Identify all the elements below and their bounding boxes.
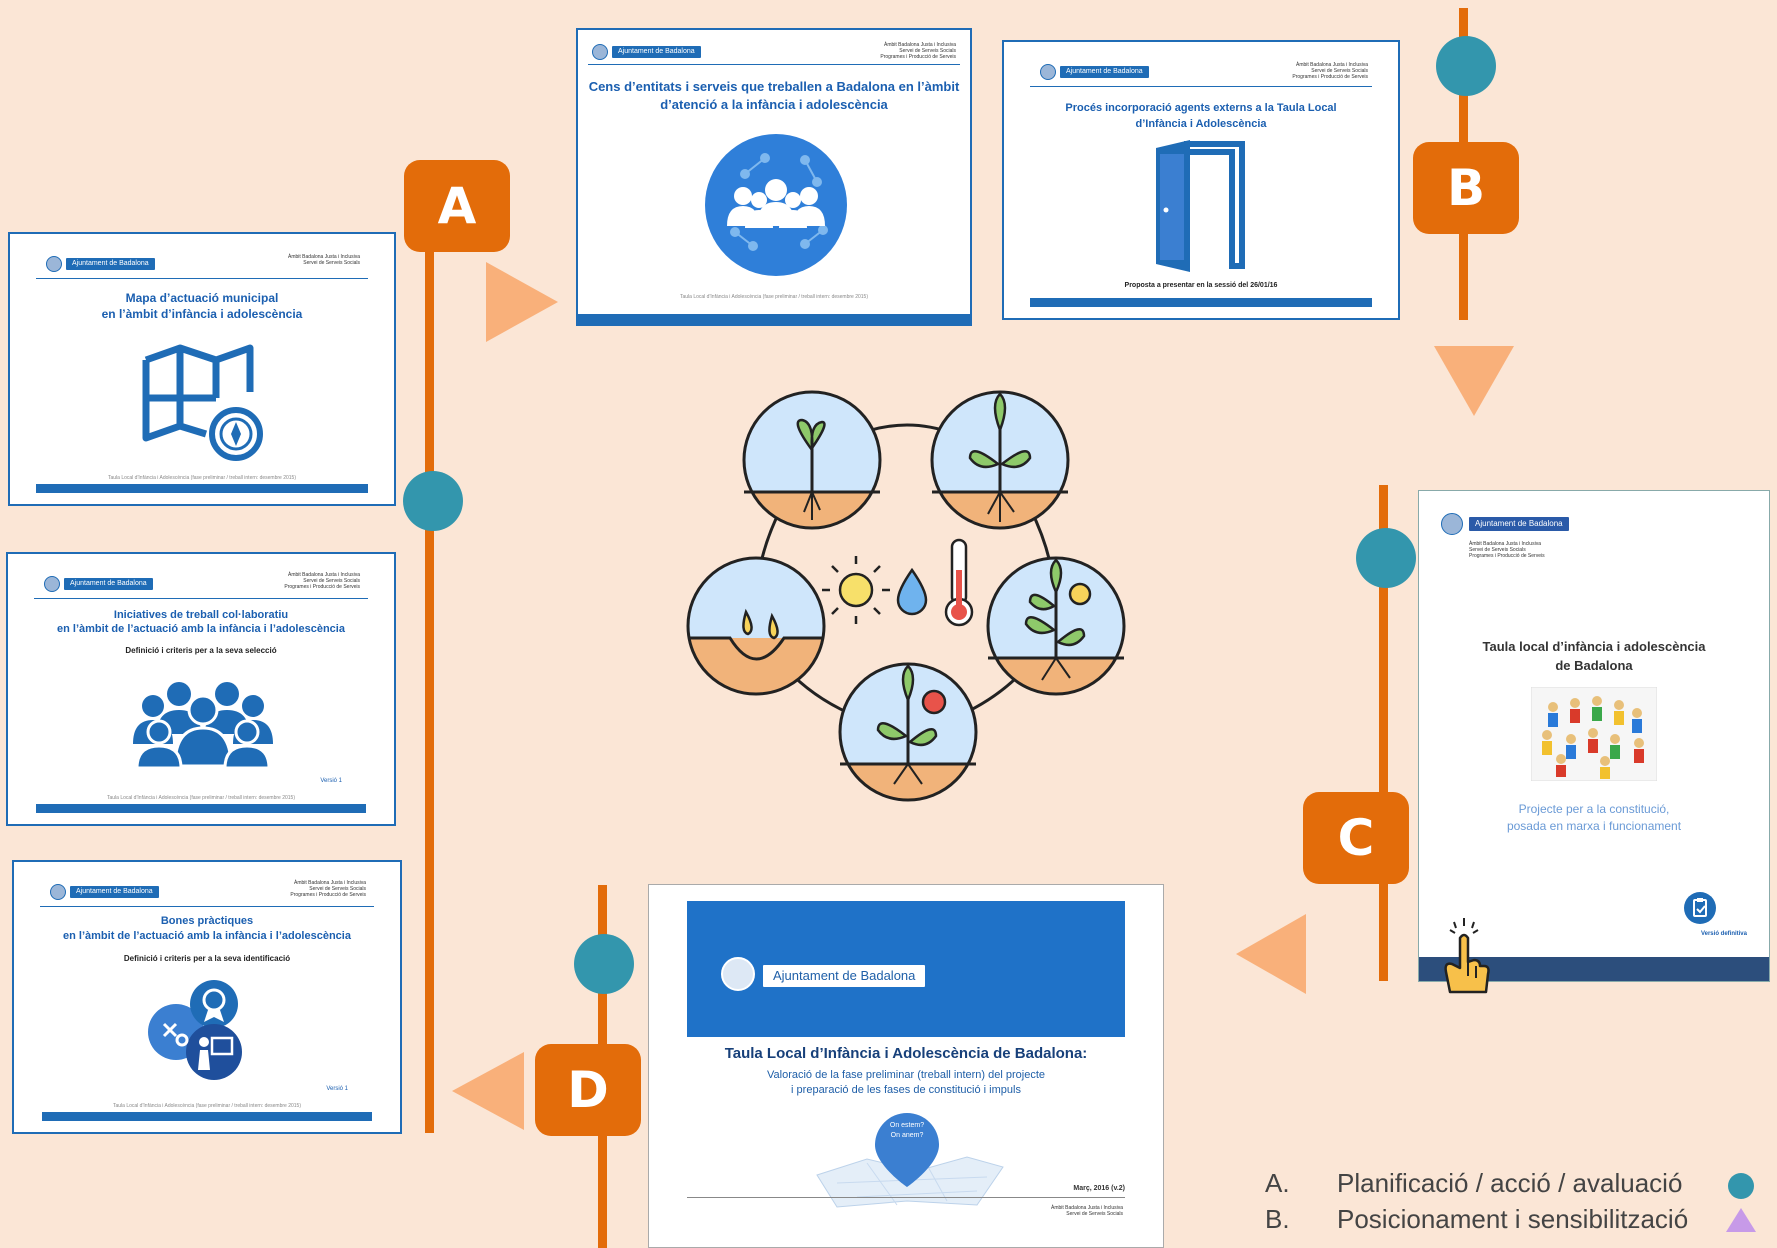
map-compass-icon [142, 344, 263, 461]
badalona-seal-logo [592, 44, 608, 60]
people-group-icon [133, 682, 273, 770]
slide-footer: Taula Local d'Infància i Adolescència (f… [106, 795, 295, 801]
legend-marker-triangle [1726, 1208, 1756, 1232]
badalona-logo-label: Ajuntament de Badalona [64, 578, 153, 590]
slide-iniciatives[interactable]: Ajuntament de Badalona Àmbit Badalona Ju… [6, 552, 396, 826]
slide-subtitle: Projecte per a la constitució, posada en… [1506, 802, 1682, 833]
badge-a: A [404, 160, 510, 252]
slide-bones-practiques[interactable]: Ajuntament de Badalona Àmbit Badalona Ju… [12, 860, 402, 1134]
badalona-logo-label: Ajuntament de Badalona [70, 886, 159, 898]
slide-footer: Taula Local d'Infància i Adolescència (f… [107, 475, 296, 481]
slide-proposal: Proposta a presentar en la sessió del 26… [1124, 282, 1278, 289]
timeline-dot [403, 471, 463, 531]
map-pin-icon [816, 1113, 1004, 1208]
slide-title: Bones pràctiques en l’àmbit de l’actuaci… [63, 915, 351, 942]
timeline-c-line [1379, 485, 1388, 981]
badalona-seal-logo [50, 884, 66, 900]
legend-label: Posicionament i sensibilització [1337, 1204, 1689, 1234]
slide-title: Cens d’entitats i serveis que treballen … [588, 79, 960, 112]
badge-d: D [535, 1044, 641, 1136]
legend-marker-circle [1728, 1173, 1754, 1199]
slide-title: Procés incorporació agents externs a la … [1065, 102, 1337, 130]
clipboard-icon [1684, 892, 1716, 924]
map-pin-text: On estem? On anem? [889, 1122, 925, 1139]
badalona-logo-label: Ajuntament de Badalona [66, 258, 155, 270]
badalona-seal-logo [46, 256, 62, 272]
slide-version: Versió 1 [320, 778, 342, 784]
slide-cens-entitats[interactable]: Ajuntament de Badalona Àmbit Badalona Ju… [576, 28, 972, 326]
people-figures-photo [1531, 687, 1657, 781]
timeline-dot [1436, 36, 1496, 96]
badalona-logo-label: Ajuntament de Badalona [1469, 517, 1569, 531]
slide-valoracio[interactable]: Ajuntament de Badalona Taula Local d’Inf… [648, 884, 1164, 1248]
best-practices-icon [148, 980, 242, 1080]
slide-version: Versió 1 [326, 1086, 348, 1092]
slide-header-text: Àmbit Badalona Justa i Inclusiva Servei … [1469, 541, 1545, 559]
slide-proces-incorporacio[interactable]: Ajuntament de Badalona Àmbit Badalona Ju… [1002, 40, 1400, 320]
badalona-seal-logo [721, 957, 755, 991]
pointing-hand-icon[interactable] [1440, 916, 1492, 994]
timeline-a-line [425, 160, 434, 1133]
arrow-left [1236, 914, 1306, 994]
legend-letter: A. [1265, 1168, 1290, 1198]
open-door-icon [1156, 140, 1245, 272]
slide-title: Taula Local d’Infància i Adolescència de… [724, 1045, 1088, 1062]
badge-c: C [1303, 792, 1409, 884]
slide-header-text: Àmbit Badalona Justa i Inclusiva Servei … [290, 880, 366, 898]
slide-header-text: Àmbit Badalona Justa i Inclusiva Servei … [288, 254, 360, 266]
network-people-icon [705, 134, 847, 276]
badalona-seal-logo [44, 576, 60, 592]
slide-date: Març, 2016 (v.2) [1073, 1185, 1125, 1192]
slide-footer: Àmbit Badalona Justa i Inclusiva Servei … [1051, 1205, 1123, 1217]
slide-header-text: Àmbit Badalona Justa i Inclusiva Servei … [1292, 62, 1368, 80]
timeline-dot [1356, 528, 1416, 588]
legend-item-a: A. Planificació / acció / avaluació [1265, 1168, 1682, 1199]
slide-header-text: Àmbit Badalona Justa i Inclusiva Servei … [284, 572, 360, 590]
badalona-logo-label: Ajuntament de Badalona [1060, 66, 1149, 78]
badge-b: B [1413, 142, 1519, 234]
badalona-logo-label: Ajuntament de Badalona [763, 965, 926, 987]
slide-footer: Taula Local d'Infància i Adolescència (f… [112, 1103, 301, 1109]
slide-title: Mapa d’actuació municipal en l’àmbit d’i… [101, 291, 303, 321]
badalona-seal-logo [1040, 64, 1056, 80]
legend-item-b: B. Posicionament i sensibilització [1265, 1204, 1688, 1235]
arrow-down [1434, 346, 1514, 416]
legend-letter: B. [1265, 1204, 1290, 1234]
slide-version: Versió definitiva [1700, 931, 1747, 937]
arrow-left [452, 1052, 524, 1130]
badalona-logo-label: Ajuntament de Badalona [612, 46, 701, 58]
slide-mapa-actuacio[interactable]: Ajuntament de Badalona Àmbit Badalona Ju… [8, 232, 396, 506]
plant-growth-cycle-illustration [686, 390, 1126, 802]
slide-taula-local[interactable]: Ajuntament de Badalona Àmbit Badalona Ju… [1418, 490, 1770, 982]
slide-subtitle: Definició i criteris per a la seva ident… [123, 954, 291, 963]
timeline-dot [574, 934, 634, 994]
arrow-right [486, 262, 558, 342]
slide-subtitle: Definició i criteris per a la seva selec… [125, 646, 277, 655]
slide-title: Iniciatives de treball col·laboratiu en … [57, 609, 345, 635]
slide-title: Taula local d’infància i adolescència de… [1482, 639, 1706, 673]
slide-header-text: Àmbit Badalona Justa i Inclusiva Servei … [880, 42, 956, 60]
slide-footer: Taula Local d'Infància i Adolescència (f… [679, 294, 868, 300]
slide-subtitle: Valoració de la fase preliminar (treball… [767, 1069, 1045, 1096]
legend-label: Planificació / acció / avaluació [1337, 1168, 1683, 1198]
badalona-seal-logo [1441, 513, 1463, 535]
